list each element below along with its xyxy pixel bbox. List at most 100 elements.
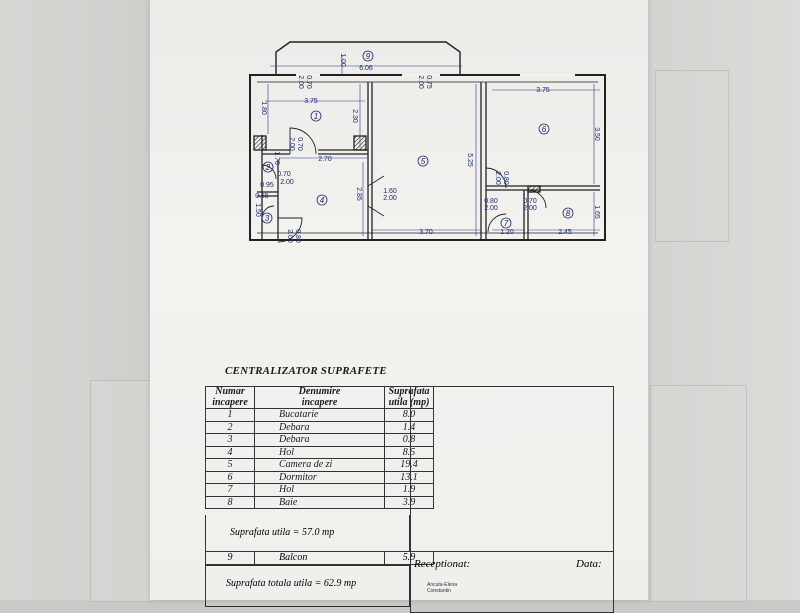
dim-door1-bot: 2.00 xyxy=(297,75,304,89)
row-nr: 3 xyxy=(205,433,255,447)
dim-storage-h1: 1.70 xyxy=(273,151,280,165)
dim-door8-top: 0.70 xyxy=(523,198,537,205)
dim-door1-top: 0.70 xyxy=(305,75,312,89)
header-nr-line1: Numar xyxy=(215,386,245,397)
dim-door2-bot: 2.00 xyxy=(288,137,295,151)
dim-bedroom-h: 3.50 xyxy=(593,127,600,141)
header-val-line2: utila (mp) xyxy=(388,396,430,408)
reception-box: Receptionat: Data: Ancuta-Elena Constant… xyxy=(410,551,614,613)
dim-storage-door-top: 0.70 xyxy=(277,171,291,178)
header-val-line1: Suprafata xyxy=(388,386,430,397)
dim-hall2-width: 1.20 xyxy=(500,229,514,236)
dim-door7-bot: 2.00 xyxy=(484,205,498,212)
row-nr: 8 xyxy=(205,495,255,509)
room-8-label: 8 xyxy=(566,209,571,218)
background-page-ghost xyxy=(655,70,729,242)
balcony-row-table: 9 Balcon 5.9 xyxy=(205,551,434,565)
dim-door5-bot: 2.00 xyxy=(417,75,424,89)
room-3-label: 3 xyxy=(265,214,270,223)
row-name: Debara xyxy=(254,433,385,447)
dim-living-width: 3.70 xyxy=(419,229,433,236)
row-name: Hol xyxy=(254,445,385,459)
date-label: Data: xyxy=(576,558,602,570)
dim-door4-top: 0.80 xyxy=(294,229,301,243)
dim-door5-top: 0.75 xyxy=(425,75,432,89)
row-nr: 6 xyxy=(205,470,255,484)
row-name: Dormitor xyxy=(254,470,385,484)
header-name-line2: incapere xyxy=(301,396,338,408)
balcony-nr: 9 xyxy=(205,551,255,565)
row-nr: 4 xyxy=(205,445,255,459)
room-1-label: 1 xyxy=(314,112,318,121)
dim-balcony-depth: 1.00 xyxy=(339,53,346,67)
dim-living-door-top: 1.60 xyxy=(383,188,397,195)
row-name: Hol xyxy=(254,483,385,497)
signature-stamp: Ancuta-Elena Constantin xyxy=(427,582,457,594)
signature-line2: Constantin xyxy=(427,588,451,594)
row-name: Debara xyxy=(254,420,385,434)
room-2-label: 2 xyxy=(265,163,271,172)
header-name: Denumire incapere xyxy=(254,386,385,409)
dim-storage-door-bot: 2.00 xyxy=(280,179,294,186)
row-val: 8.5 xyxy=(384,445,434,459)
dim-door6-top: 0.80 xyxy=(502,171,509,185)
room-9-label: 9 xyxy=(366,52,371,61)
dim-hall-h: 2.85 xyxy=(355,187,362,201)
dim-kitchen-h1: 1.80 xyxy=(260,101,267,115)
table-header-row: Numar incapere Denumire incapere Suprafa… xyxy=(205,386,434,409)
dim-door7-top: 0.80 xyxy=(484,198,498,205)
row-nr: 7 xyxy=(205,483,255,497)
balcony-val: 5.9 xyxy=(384,551,434,565)
table-row: 9 Balcon 5.9 xyxy=(205,551,434,565)
header-val: Suprafata utila (mp) xyxy=(384,386,434,409)
dim-door2-top: 0.70 xyxy=(296,137,303,151)
row-name: Camera de zi xyxy=(254,458,385,472)
stamp-box xyxy=(410,386,614,552)
dim-kitchen-width: 3.75 xyxy=(304,98,318,105)
row-nr: 1 xyxy=(205,408,255,422)
row-nr: 2 xyxy=(205,420,255,434)
room-4-label: 4 xyxy=(320,196,325,205)
dim-balcony-width: 6.06 xyxy=(359,65,373,72)
row-nr: 5 xyxy=(205,458,255,472)
dim-door8-bot: 2.00 xyxy=(523,205,537,212)
dim-door4-bot: 2.00 xyxy=(286,229,293,243)
floor-plan: 9 1 2 3 4 5 6 7 8 1.00 6.06 0.70 2.00 0.… xyxy=(249,41,606,243)
surface-table: Numar incapere Denumire incapere Suprafa… xyxy=(205,386,434,509)
background-page-ghost xyxy=(650,385,747,602)
room-5-label: 5 xyxy=(421,157,426,166)
total-area-box: Suprafata totala utila = 62.9 mp xyxy=(205,565,410,607)
dim-storage-width: 0.95 xyxy=(260,182,274,189)
dim-bedroom-width: 3.75 xyxy=(536,87,550,94)
dim-living-door-bot: 2.00 xyxy=(383,195,397,202)
balcony-name: Balcon xyxy=(254,551,385,565)
room-7-label: 7 xyxy=(504,219,509,228)
dim-hall-width: 2.70 xyxy=(318,156,332,163)
reception-label: Receptionat: xyxy=(414,558,471,570)
table-title: CENTRALIZATOR SUPRAFETE xyxy=(225,365,387,377)
total-area-text: Suprafata totala utila = 62.9 mp xyxy=(226,578,357,589)
dim-living-h: 5.25 xyxy=(466,153,473,167)
row-name: Baie xyxy=(254,495,385,509)
dim-bath-h: 1.65 xyxy=(593,205,600,219)
row-name: Bucatarie xyxy=(254,408,385,422)
dim-door6-bot: 2.00 xyxy=(494,171,501,185)
dim-kitchen-h2: 2.30 xyxy=(351,109,358,123)
dim-bath-width: 2.45 xyxy=(558,229,572,236)
row-val: 3.9 xyxy=(384,495,434,509)
usable-area-box: Suprafata utila = 57.0 mp xyxy=(205,515,410,552)
usable-area-text: Suprafata utila = 57.0 mp xyxy=(230,527,335,538)
header-nr-line2: incapere xyxy=(212,396,248,408)
dim-storage-small: 0.55 xyxy=(255,193,269,200)
room-6-label: 6 xyxy=(542,125,547,134)
header-nr: Numar incapere xyxy=(205,386,255,409)
dim-storage-h2: 1.50 xyxy=(254,203,261,217)
